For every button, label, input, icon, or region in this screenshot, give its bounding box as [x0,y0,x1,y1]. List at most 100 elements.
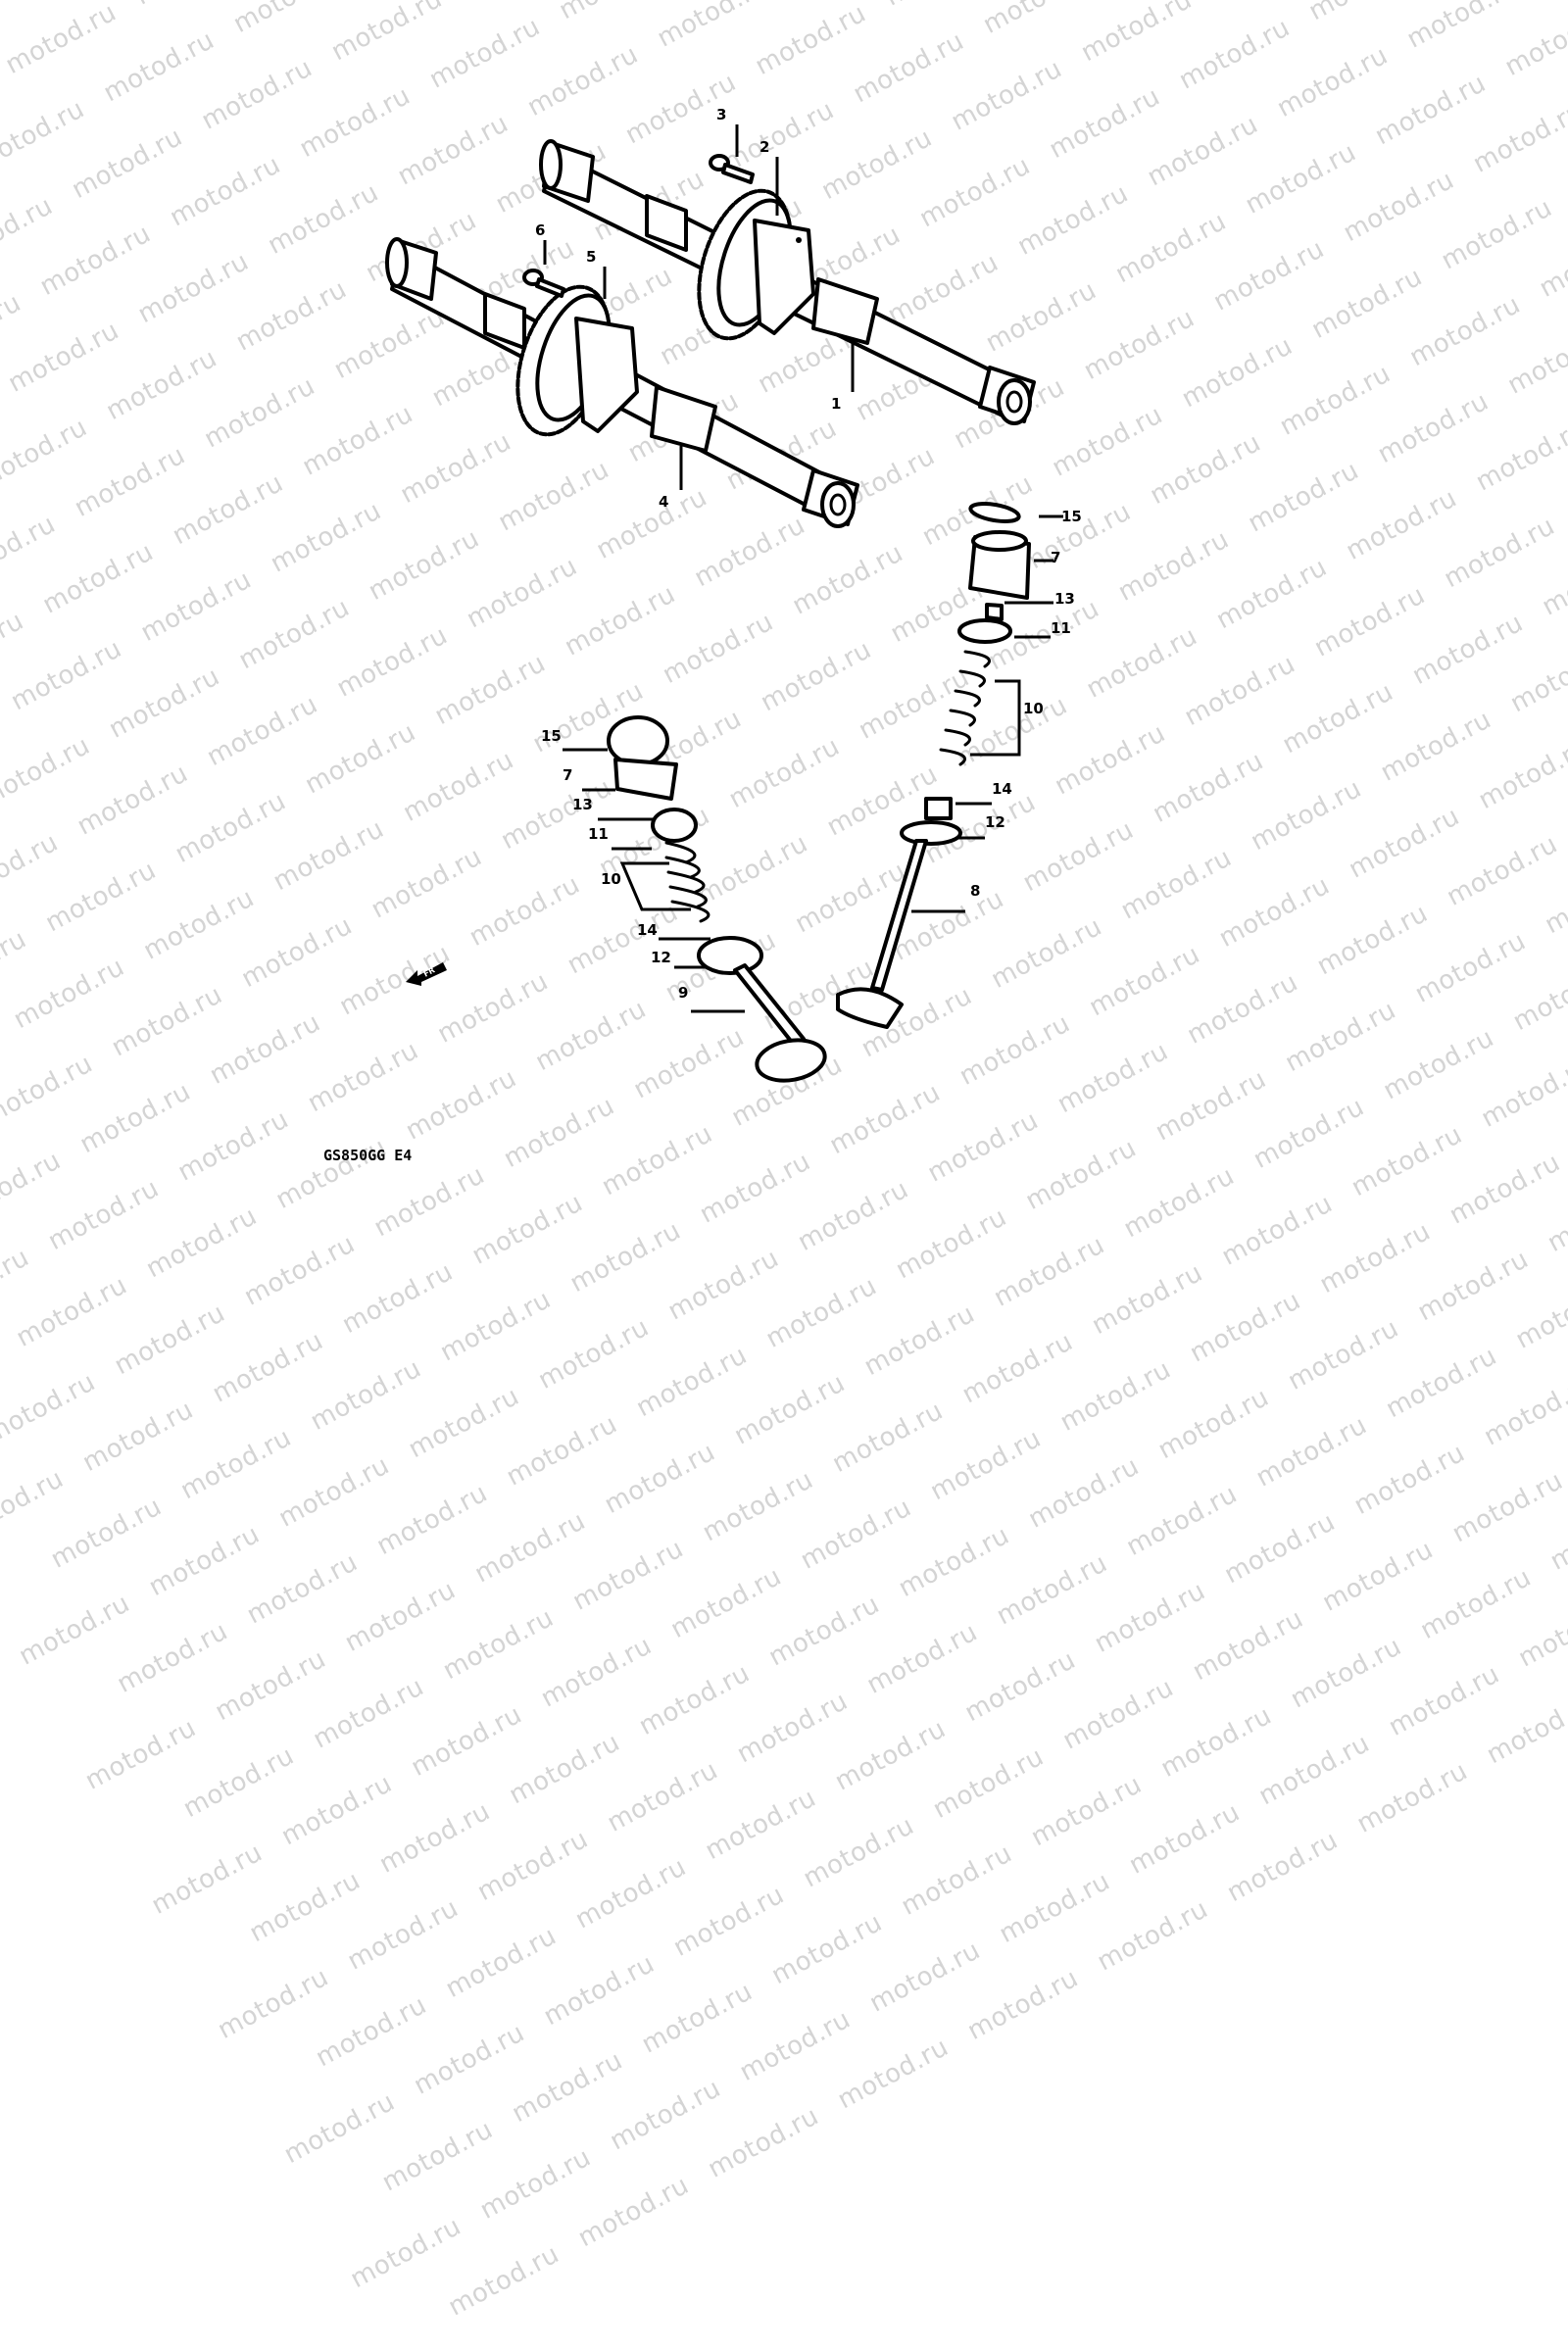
watermark-text: motod.ru [1023,1451,1145,1535]
callout-label-9: 9 [678,984,689,1002]
callout-label-14b: 14 [637,921,658,939]
watermark-text: motod.ru [1152,1382,1274,1466]
watermark-text: motod.ru [244,1865,366,1949]
watermark-text: motod.ru [340,1575,462,1658]
watermark-text: motod.ru [242,1547,364,1631]
callout-label-10b: 10 [601,870,621,888]
watermark-text: motod.ru [46,1492,167,1575]
watermark-text: motod.ru [311,1989,432,2074]
diagram-caption: GS850GG E4 [323,1147,413,1164]
watermark-text: motod.ru [798,1811,919,1894]
watermark-text: motod.ru [308,1672,429,1755]
watermark-text: motod.ru [345,2211,466,2295]
watermark-text: motod.ru [1054,1354,1176,1438]
callout-label-6: 6 [535,221,546,239]
watermark-text: motod.ru [833,2032,954,2116]
watermark-text: motod.ru [573,2170,695,2254]
watermark-text: motod.ru [538,1948,660,2033]
watermark-text: motod.ru [1121,1479,1243,1562]
watermark-text: motod.ru [109,1298,230,1382]
watermark-text: motod.ru [1381,1341,1502,1425]
watermark-text: motod.ru [409,2018,530,2101]
watermark-text: motod.ru [1087,1257,1208,1342]
watermark-text: motod.ru [858,1298,980,1383]
watermark-text: motod.ru [700,1783,821,1867]
callout-label-5: 5 [586,248,597,266]
watermark-text: motod.ru [1482,1687,1568,1771]
watermark-text: motod.ru [1253,1728,1375,1812]
watermark-text: motod.ru [766,1907,888,1991]
watermark-text: motod.ru [734,2004,856,2087]
watermark-text: motod.ru [536,1631,658,1714]
watermark-text: motod.ru [504,1727,625,1811]
watermark-text: motod.ru [1092,1894,1213,1978]
watermark-text: motod.ru [466,1188,588,1271]
watermark-text: motod.ru [1384,1659,1505,1742]
watermark-text: motod.ru [1286,1632,1407,1715]
watermark-text: motod.ru [634,1658,756,1741]
sprocket-bolt-6 [522,269,565,298]
watermark-text: motod.ru [1513,1591,1568,1674]
callout-label-7b: 7 [563,766,573,784]
watermark-text: motod.ru [631,1340,753,1424]
watermark-text: motod.ru [144,1519,266,1603]
watermark-text: motod.ru [239,1229,361,1312]
watermark-text: motod.ru [1188,1603,1309,1688]
callout-label-2: 2 [760,138,770,156]
watermark-text: motod.ru [992,1548,1113,1632]
watermark-text: motod.ru [703,2101,824,2184]
watermark-text: motod.ru [507,2045,628,2130]
watermark-text: motod.ru [564,1215,686,1299]
watermark-text: motod.ru [14,1589,135,1672]
watermark-text: motod.ru [636,1977,758,2060]
watermark-text: motod.ru [146,1838,268,1921]
watermark-text: motod.ru [698,1464,818,1548]
leader-lines [543,124,1063,1013]
watermark-text: motod.ru [533,1312,655,1396]
watermark-text: motod.ru [894,1520,1015,1604]
watermark-text: motod.ru [668,1880,790,1963]
watermark-text: motod.ru [112,1616,233,1699]
callout-label-1: 1 [831,395,842,413]
watermark-text: motod.ru [729,1368,851,1451]
watermark-text: motod.ru [796,1493,916,1576]
watermark-text: motod.ru [472,1824,594,1908]
watermark-text: motod.ru [0,1463,69,1547]
callout-label-11a: 11 [1051,619,1071,637]
watermark-text: motod.ru [827,1396,949,1479]
watermark-text: motod.ru [1510,1272,1568,1355]
watermark-text: motod.ru [732,1686,854,1770]
watermark-text: motod.ru [403,1381,524,1465]
watermark-text: motod.ru [1283,1313,1404,1396]
watermark-text: motod.ru [793,1174,914,1257]
watermark-text: motod.ru [207,1326,328,1409]
callout-label-13a: 13 [1054,590,1075,608]
watermark-text: motod.ru [175,1422,297,1506]
callout-label-7a: 7 [1051,549,1061,566]
callout-label-10a: 10 [1023,700,1044,717]
watermark-text: motod.ru [43,1173,165,1257]
watermark-text: motod.ru [763,1590,885,1673]
watermark-text: motod.ru [1185,1286,1306,1369]
watermark-text: motod.ru [861,1617,983,1700]
watermark-text: motod.ru [1250,1410,1372,1494]
watermark-text: motod.ru [371,1478,493,1562]
valve-assembly-left [607,715,827,1083]
watermark-text: motod.ru [178,1740,300,1825]
watermark-text: motod.ru [80,1713,202,1796]
watermark-text: motod.ru [1222,1825,1344,1909]
watermark-text: motod.ru [662,1244,784,1327]
watermark-text: motod.ru [956,1327,1078,1410]
watermark-text: motod.ru [1219,1506,1341,1591]
callout-label-12b: 12 [651,949,671,966]
watermark-text: motod.ru [374,1796,496,1880]
watermark-text: motod.ru [77,1395,199,1478]
watermark-text: motod.ru [1412,1244,1534,1328]
watermark-text: motod.ru [605,2074,726,2157]
watermark-text: motod.ru [830,1714,952,1797]
watermark-text: motod.ru [0,1243,34,1326]
watermark-text: motod.ru [273,1450,395,1534]
watermark-text: motod.ru [1543,1175,1568,1258]
callout-label-12a: 12 [985,813,1005,831]
callout-label-15b: 15 [541,727,562,745]
